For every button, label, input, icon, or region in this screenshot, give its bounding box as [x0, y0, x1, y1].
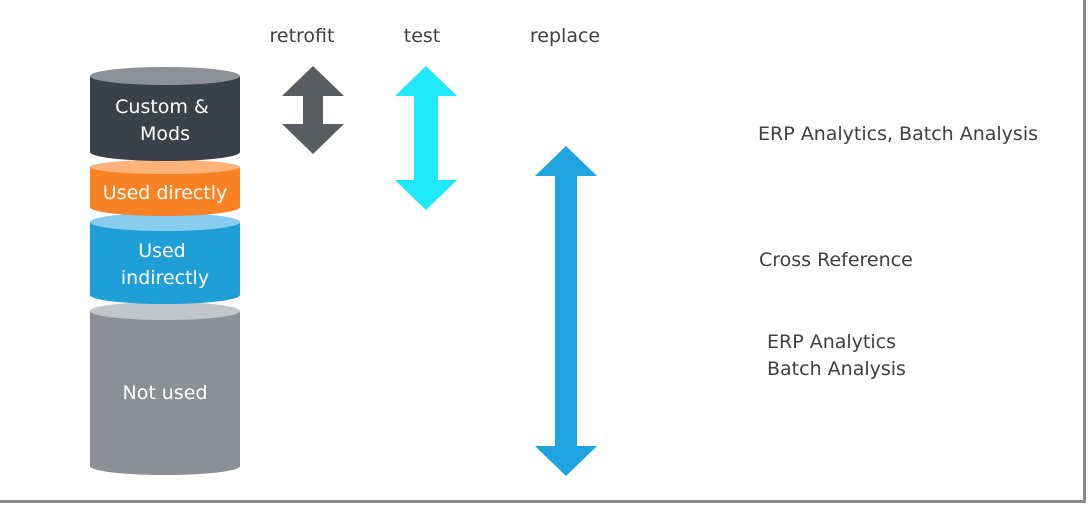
- custom-mods-cylinder-body: [90, 76, 240, 161]
- not-used-cylinder: Not used: [90, 302, 240, 475]
- used-indirectly-cylinder-top: [90, 213, 240, 231]
- annotation-bottom-line-1: ERP Analytics: [767, 331, 896, 353]
- replace-double-arrow: [535, 146, 597, 476]
- test-header: test: [404, 25, 441, 47]
- annotation-bottom: ERP Analytics Batch Analysis: [767, 331, 906, 380]
- used-indirectly-label-line-2: indirectly: [121, 267, 209, 289]
- retrofit-double-arrow: [282, 66, 344, 154]
- not-used-cylinder-body: [90, 311, 240, 475]
- used-indirectly-label: Used indirectly: [121, 240, 209, 289]
- custom-mods-label-line-1: Custom &: [115, 96, 209, 118]
- used-directly-label: Used directly: [103, 182, 227, 204]
- used-indirectly-label-line-1: Used: [138, 240, 186, 262]
- custom-mods-cylinder: Custom & Mods: [90, 67, 240, 161]
- test-double-arrow: [395, 66, 457, 210]
- used-indirectly-cylinder: Used indirectly: [90, 213, 240, 304]
- annotation-top: ERP Analytics, Batch Analysis: [758, 123, 1038, 145]
- used-directly-cylinder-top: [90, 160, 240, 174]
- used-directly-cylinder: Used directly: [90, 160, 240, 216]
- annotation-middle: Cross Reference: [759, 249, 913, 271]
- custom-mods-label-line-2: Mods: [140, 123, 190, 145]
- used-directly-cylinder-body: [90, 167, 240, 216]
- annotation-bottom-line-2: Batch Analysis: [767, 358, 906, 380]
- not-used-label: Not used: [122, 382, 207, 404]
- not-used-cylinder-top: [90, 302, 240, 320]
- retrofit-header: retrofit: [270, 25, 335, 47]
- custom-mods-label: Custom & Mods: [115, 96, 215, 145]
- replace-header: replace: [530, 25, 600, 47]
- custom-mods-cylinder-top: [90, 67, 240, 85]
- used-indirectly-cylinder-body: [90, 222, 240, 304]
